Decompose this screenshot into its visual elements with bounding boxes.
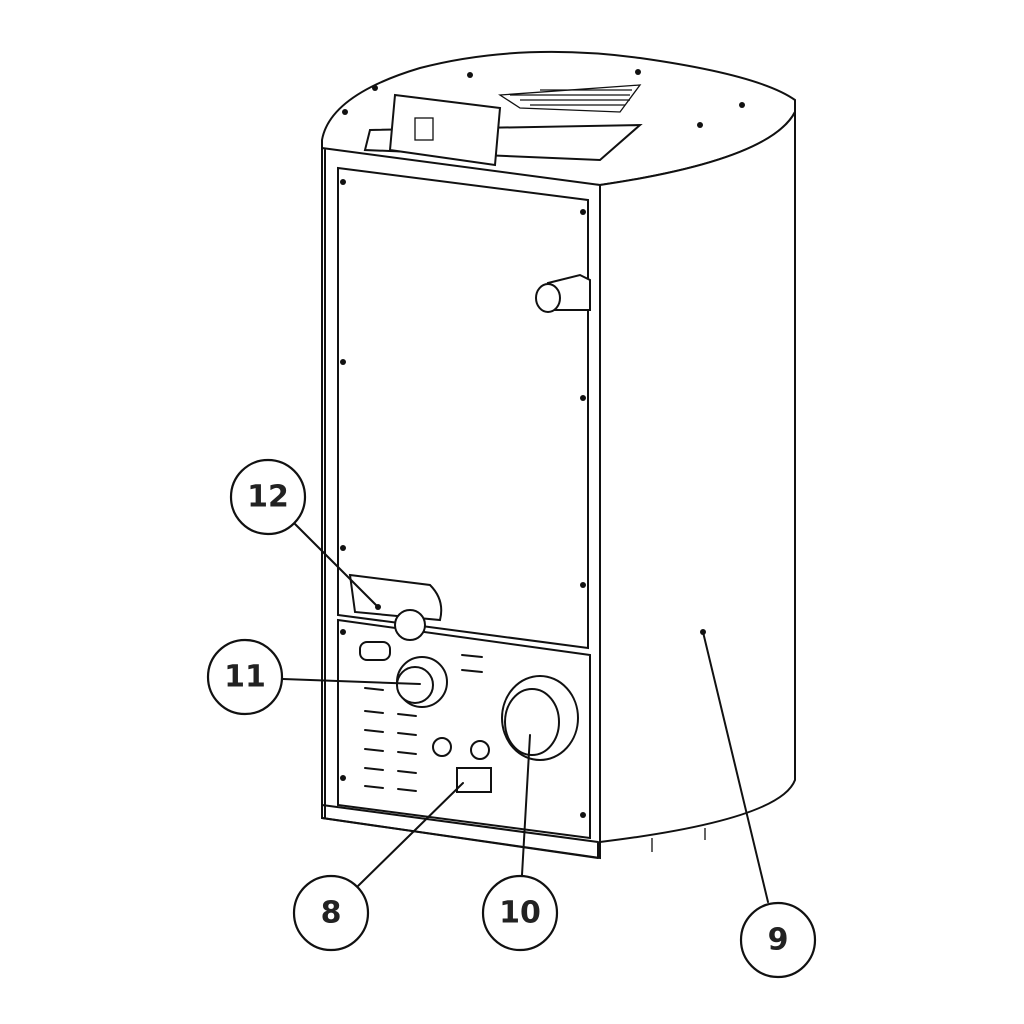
callout-9: 9 [739,901,817,979]
callout-8: 8 [292,874,370,952]
leader-lines [282,521,769,903]
side-shell [599,111,796,852]
callout-12: 12 [229,458,307,536]
control-box [388,93,502,167]
callout-11: 11 [206,638,284,716]
stove-top [321,50,796,187]
rear-panel [321,146,601,860]
svg-text:10: 10 [499,896,541,931]
svg-text:11: 11 [224,660,266,695]
svg-text:12: 12 [247,480,289,515]
svg-text:9: 9 [768,923,789,958]
callout-10: 10 [481,874,559,952]
svg-text:8: 8 [321,896,342,931]
